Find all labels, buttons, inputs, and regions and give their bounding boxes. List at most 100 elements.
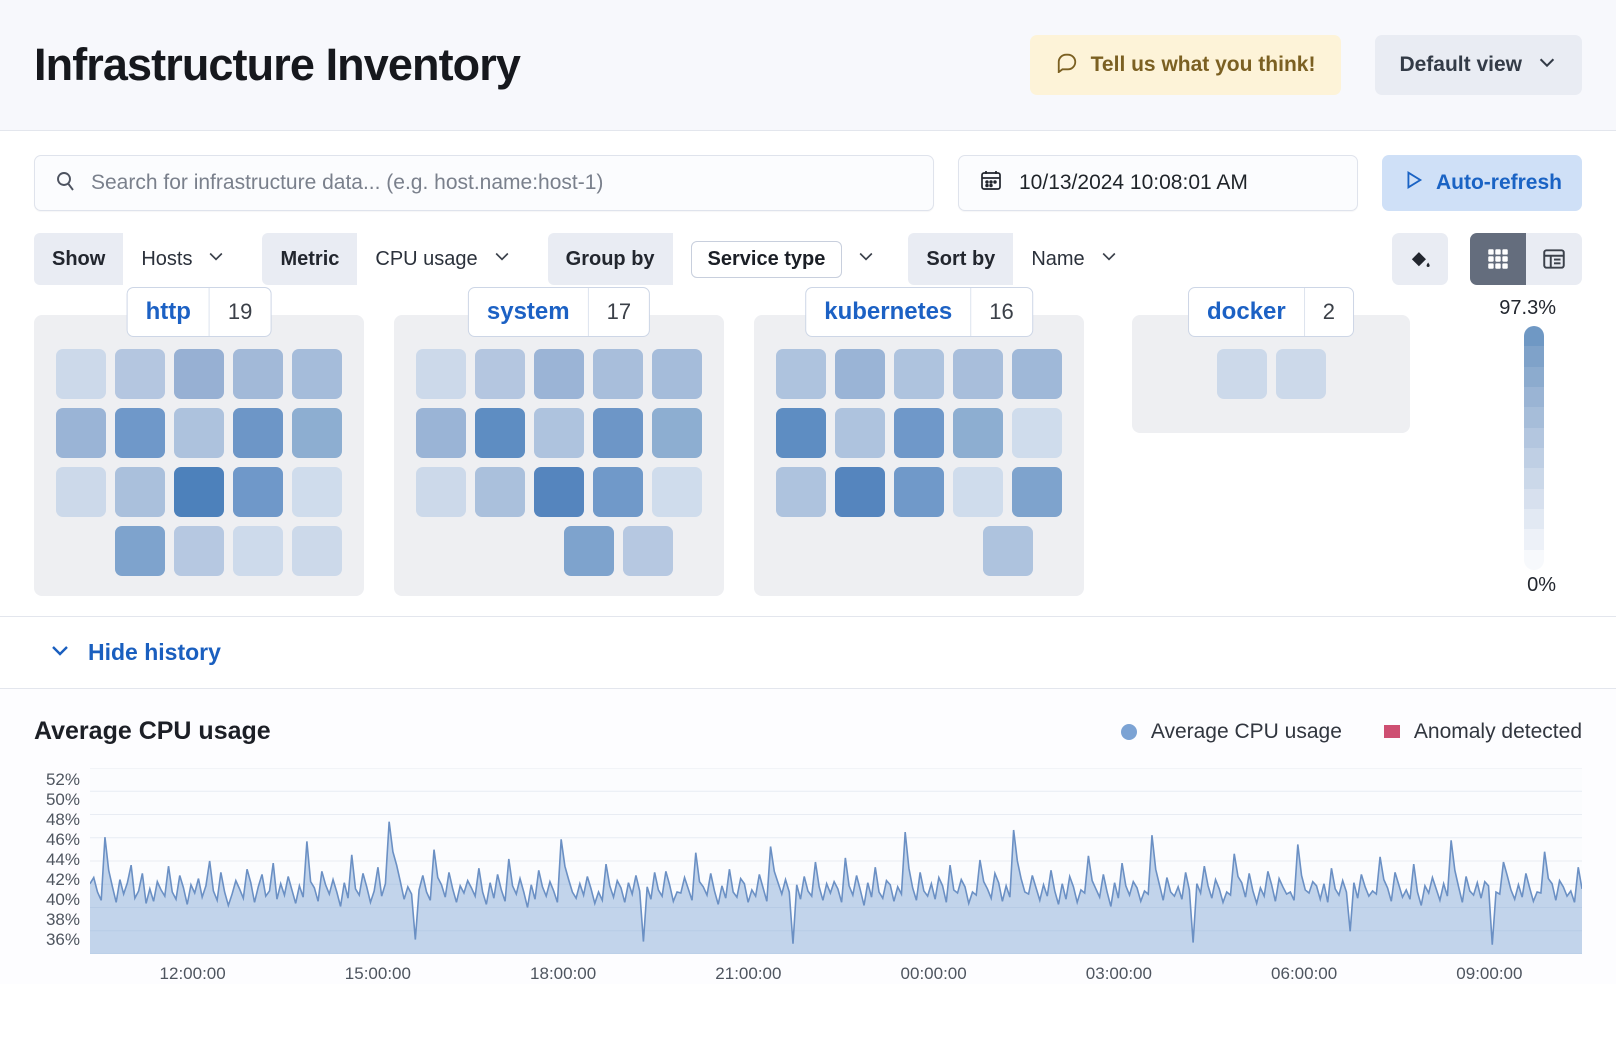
host-cell[interactable] [953,467,1003,517]
grid-view-icon[interactable] [1470,233,1526,285]
host-cell[interactable] [835,408,885,458]
host-cell[interactable] [292,349,342,399]
cpu-usage-area-chart [90,768,1582,954]
host-cell[interactable] [776,349,826,399]
host-cell[interactable] [534,467,584,517]
host-cell[interactable] [416,349,466,399]
host-cell[interactable] [56,408,106,458]
paint-bucket-icon[interactable] [1392,233,1448,285]
host-cell[interactable] [894,408,944,458]
host-cell[interactable] [534,349,584,399]
host-cell[interactable] [563,526,614,576]
host-cell[interactable] [593,349,643,399]
auto-refresh-label: Auto-refresh [1435,171,1562,194]
group-name: docker [1207,298,1286,325]
host-cell[interactable] [953,408,1003,458]
host-cell[interactable] [652,408,702,458]
host-cell[interactable] [534,408,584,458]
filter-show-value[interactable]: Hosts [123,233,244,285]
host-cell[interactable] [652,467,702,517]
host-cell[interactable] [622,526,673,576]
legend-step [1524,509,1544,530]
filter-metric-value[interactable]: CPU usage [357,233,529,285]
host-cell[interactable] [835,349,885,399]
host-cell[interactable] [115,349,165,399]
filter-group-by-value[interactable]: Service type [673,233,891,285]
host-cell[interactable] [115,467,165,517]
date-picker[interactable]: 10/13/2024 10:08:01 AM [958,155,1358,211]
legend-label: Average CPU usage [1150,719,1342,743]
page-title: Infrastructure Inventory [34,39,521,90]
legend-min-label: 0% [1527,574,1556,596]
host-cell[interactable] [174,408,224,458]
host-cell[interactable] [233,408,283,458]
legend-item-anomaly[interactable]: Anomaly detected [1383,720,1582,744]
host-cell[interactable] [953,349,1003,399]
host-cell[interactable] [1012,408,1062,458]
host-cell[interactable] [416,408,466,458]
waffle-row-cells [776,467,1062,517]
host-cell[interactable] [475,408,525,458]
chevron-down-icon [1536,51,1558,79]
view-mode-toggle[interactable] [1470,233,1582,285]
default-view-dropdown[interactable]: Default view [1375,35,1582,95]
host-cell[interactable] [56,467,106,517]
host-cell[interactable] [174,349,224,399]
host-cell[interactable] [56,349,106,399]
host-cell[interactable] [593,408,643,458]
y-tick-label: 36% [45,930,80,949]
hide-history-toggle[interactable]: Hide history [48,638,221,668]
search-row: Search for infrastructure data... (e.g. … [34,155,1582,211]
host-cell[interactable] [1012,467,1062,517]
filter-sort-by-value[interactable]: Name [1013,233,1136,285]
legend-step [1524,346,1544,367]
host-cell[interactable] [475,349,525,399]
y-tick-label: 40% [45,890,80,909]
waffle-row-cells [806,526,1033,576]
host-cell[interactable] [233,526,283,576]
host-cell[interactable] [292,526,342,576]
x-tick-label: 03:00:00 [1085,964,1152,983]
host-cell[interactable] [416,467,466,517]
host-cell[interactable] [835,467,885,517]
table-view-icon[interactable] [1526,233,1582,285]
host-cell[interactable] [776,408,826,458]
host-cell[interactable] [233,467,283,517]
host-cell[interactable] [1012,349,1062,399]
search-input[interactable]: Search for infrastructure data... (e.g. … [34,155,934,211]
filter-group-by[interactable]: Group by Service type [547,233,891,285]
plot-area[interactable] [90,768,1582,954]
x-tick-label: 15:00:00 [344,964,411,983]
app-header: Infrastructure Inventory Tell us what yo… [0,0,1616,131]
host-cell[interactable] [174,467,224,517]
host-cell[interactable] [652,349,702,399]
host-cell[interactable] [894,467,944,517]
auto-refresh-button[interactable]: Auto-refresh [1382,155,1582,211]
hide-history-label: Hide history [88,639,221,665]
host-cell[interactable] [982,526,1033,576]
host-cell[interactable] [894,349,944,399]
host-cell[interactable] [292,408,342,458]
host-cell[interactable] [593,467,643,517]
waffle-row-cells [416,349,702,399]
host-cell[interactable] [115,408,165,458]
filter-sort-by[interactable]: Sort by Name [908,233,1136,285]
host-cell[interactable] [233,349,283,399]
feedback-button[interactable]: Tell us what you think! [1029,35,1342,95]
host-cell[interactable] [1275,349,1326,399]
host-cell[interactable] [776,467,826,517]
host-cell[interactable] [475,467,525,517]
host-cell[interactable] [1216,349,1267,399]
filter-metric[interactable]: Metric CPU usage [262,233,529,285]
y-tick-label: 52% [45,770,80,789]
y-tick-label: 42% [45,870,80,889]
host-cell[interactable] [174,526,224,576]
host-cell[interactable] [115,526,165,576]
filter-show[interactable]: Show Hosts [34,233,244,285]
legend-item-average-cpu[interactable]: Average CPU usage [1120,719,1342,744]
host-cell[interactable] [292,467,342,517]
